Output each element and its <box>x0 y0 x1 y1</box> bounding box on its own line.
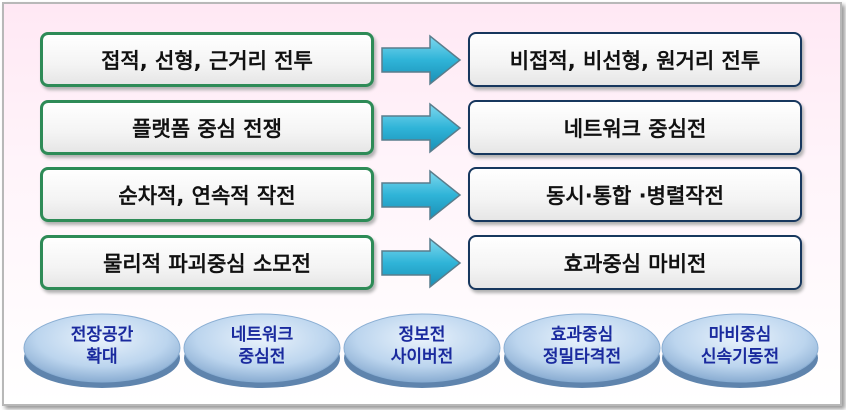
concept-line-1: 전장공간 <box>70 325 134 345</box>
new-paradigm-box-1: 비접적, 비선형, 원거리 전투 <box>468 32 802 87</box>
transition-arrow-icon <box>381 169 462 221</box>
concept-line-2: 확대 <box>86 347 118 367</box>
concept-line-2: 중심전 <box>238 347 286 367</box>
new-paradigm-box-4: 효과중심 마비전 <box>468 235 802 290</box>
old-paradigm-box-1: 접적, 선형, 근거리 전투 <box>40 32 374 87</box>
transition-arrow-icon <box>381 102 462 154</box>
old-paradigm-label: 순차적, 연속적 작전 <box>118 183 296 208</box>
old-paradigm-box-3: 순차적, 연속적 작전 <box>40 167 374 222</box>
concept-line-2: 사이버전 <box>390 347 454 367</box>
new-paradigm-label: 동시·통합 ·병렬작전 <box>546 183 724 208</box>
new-paradigm-label: 네트워크 중심전 <box>563 116 707 141</box>
concept-line-1: 정보전 <box>398 325 446 345</box>
old-paradigm-label: 플랫폼 중심 전쟁 <box>132 116 282 141</box>
transition-arrow-icon <box>381 237 462 289</box>
old-paradigm-label: 물리적 파괴중심 소모전 <box>103 251 311 276</box>
new-paradigm-label: 효과중심 마비전 <box>563 251 707 276</box>
concept-line-1: 네트워크 <box>230 325 294 345</box>
concept-line-1: 마비중심 <box>708 325 772 345</box>
concept-line-2: 신속기동전 <box>700 347 780 367</box>
concept-line-1: 효과중심 <box>550 325 614 345</box>
old-paradigm-label: 접적, 선형, 근거리 전투 <box>101 48 313 73</box>
old-paradigm-box-4: 물리적 파괴중심 소모전 <box>40 235 374 290</box>
old-paradigm-box-2: 플랫폼 중심 전쟁 <box>40 100 374 155</box>
new-paradigm-box-3: 동시·통합 ·병렬작전 <box>468 167 802 222</box>
new-paradigm-label: 비접적, 비선형, 원거리 전투 <box>509 48 761 73</box>
transition-arrow-icon <box>381 34 462 86</box>
concept-line-2: 정밀타격전 <box>542 347 622 367</box>
new-paradigm-box-2: 네트워크 중심전 <box>468 100 802 155</box>
